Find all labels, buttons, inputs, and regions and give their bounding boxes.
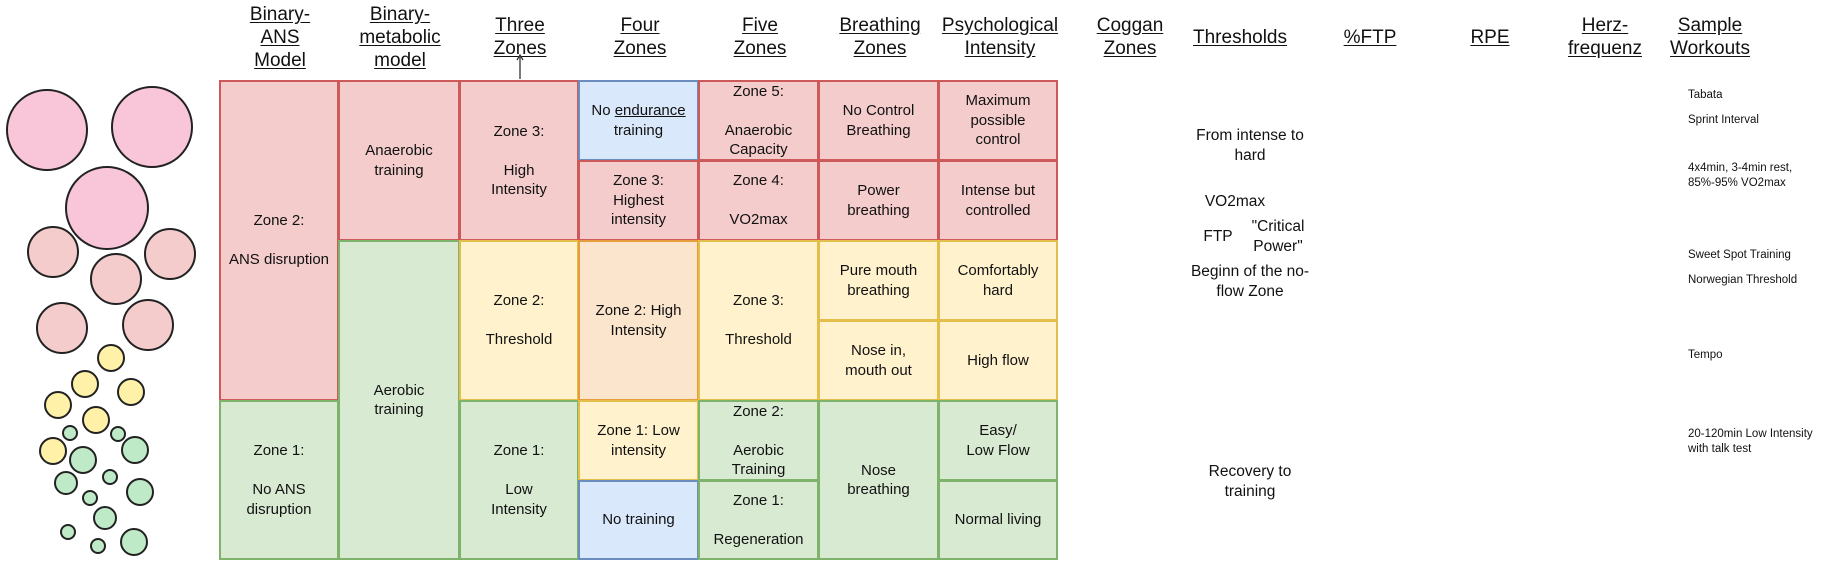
red-bubble: [36, 302, 88, 354]
binary-ans-zone-1: Zone 1: No ANS disruption: [219, 400, 339, 560]
five-zones-zone-5: Zone 5: Anaerobic Capacity: [698, 80, 819, 161]
sample-tabata: Tabata: [1688, 89, 1723, 101]
header-binary-metabolic-model: Binary- metabolic model: [359, 4, 441, 72]
yellow-bubble: [39, 437, 67, 465]
threshold-intense-to-hard: From intense to hard: [1196, 127, 1304, 165]
four-zones-zone-3: Zone 3: Highest intensity: [578, 160, 699, 241]
psych-maximum-control: Maximum possible control: [938, 80, 1058, 161]
header-psychological-intensity: Psychological Intensity: [941, 15, 1059, 60]
header-rpe: RPE: [1470, 27, 1510, 48]
four-zones-zone-2: Zone 2: High Intensity: [578, 240, 699, 401]
red-bubble: [27, 226, 79, 278]
no-endurance-prefix: No: [591, 102, 615, 119]
threshold-ftp: FTP: [1203, 228, 1233, 245]
four-zones-no-endurance: No endurance training: [578, 80, 699, 161]
pink-bubble: [6, 89, 88, 171]
threshold-no-flow: Beginn of the no- flow Zone: [1190, 263, 1310, 301]
header-coggan-zones: Coggan Zones: [1096, 15, 1164, 60]
green-bubble: [126, 478, 154, 506]
green-bubble: [62, 425, 78, 441]
yellow-bubble: [117, 378, 145, 406]
binary-ans-zone-2: Zone 2: ANS disruption: [219, 80, 339, 401]
green-bubble: [120, 528, 148, 556]
five-zones-zone-4: Zone 4: VO2max: [698, 160, 819, 241]
breathing-nose: Nose breathing: [818, 400, 939, 560]
psych-comfortably-hard: Comfortably hard: [938, 240, 1058, 321]
green-bubble: [69, 446, 97, 474]
threshold-vo2max: VO2max: [1204, 193, 1266, 210]
sample-sprint-interval: Sprint Interval: [1688, 114, 1759, 126]
green-bubble: [102, 469, 118, 485]
green-bubble: [110, 426, 126, 442]
sample-sweet-spot: Sweet Spot Training: [1688, 249, 1791, 261]
red-bubble: [144, 228, 196, 280]
green-bubble: [121, 436, 149, 464]
five-zones-zone-2: Zone 2: Aerobic Training: [698, 400, 819, 481]
pink-bubble: [65, 166, 149, 250]
arrow-up-icon: [516, 53, 524, 79]
yellow-bubble: [71, 370, 99, 398]
breathing-nose-in-mouth-out: Nose in, mouth out: [818, 320, 939, 401]
green-bubble: [90, 538, 106, 554]
sample-low-intensity: 20-120min Low Intensity with talk test: [1688, 428, 1813, 455]
header-thresholds: Thresholds: [1193, 27, 1287, 48]
green-bubble: [54, 471, 78, 495]
no-endurance-suffix: training: [613, 121, 664, 139]
binary-metabolic-anaerobic: Anaerobic training: [338, 80, 460, 241]
four-zones-zone-1: Zone 1: Low intensity: [578, 400, 699, 481]
yellow-bubble: [97, 344, 125, 372]
header-breathing-zones: Breathing Zones: [839, 15, 921, 60]
breathing-power: Power breathing: [818, 160, 939, 241]
header-sample-workouts: Sample Workouts: [1670, 15, 1750, 60]
sample-tempo: Tempo: [1688, 349, 1723, 361]
three-zones-zone-1: Zone 1: Low Intensity: [459, 400, 579, 560]
three-zones-zone-2: Zone 2: Threshold: [459, 240, 579, 401]
yellow-bubble: [82, 406, 110, 434]
threshold-recovery: Recovery to training: [1208, 463, 1292, 501]
five-zones-zone-3: Zone 3: Threshold: [698, 240, 819, 401]
sample-4x4: 4x4min, 3-4min rest, 85%-95% VO2max: [1688, 162, 1793, 189]
binary-metabolic-aerobic: Aerobic training: [338, 240, 460, 560]
psych-intense-controlled: Intense but controlled: [938, 160, 1058, 241]
five-zones-zone-1: Zone 1: Regeneration: [698, 480, 819, 560]
pink-bubble: [111, 86, 193, 168]
header-five-zones: Five Zones: [733, 15, 787, 60]
green-bubble: [60, 524, 76, 540]
yellow-bubble: [44, 391, 72, 419]
header-herzfrequenz: Herz- frequenz: [1568, 15, 1642, 60]
header-four-zones: Four Zones: [613, 15, 667, 60]
bubble-illustration: [6, 86, 196, 556]
sample-norwegian-threshold: Norwegian Threshold: [1688, 274, 1798, 286]
header-ftp-percent: %FTP: [1343, 27, 1397, 48]
green-bubble: [82, 490, 98, 506]
header-binary-ans-model: Binary- ANS Model: [249, 4, 311, 72]
threshold-critical-power: "Critical Power": [1251, 218, 1305, 256]
three-zones-zone-3: Zone 3: High Intensity: [459, 80, 579, 241]
psych-high-flow: High flow: [938, 320, 1058, 401]
header-three-zones: Three Zones: [493, 15, 547, 60]
four-zones-no-training: No training: [578, 480, 699, 560]
psych-normal-living: Normal living: [938, 480, 1058, 560]
breathing-no-control: No Control Breathing: [818, 80, 939, 161]
endurance-word: endurance: [614, 102, 686, 119]
breathing-pure-mouth: Pure mouth breathing: [818, 240, 939, 321]
psych-easy-low-flow: Easy/ Low Flow: [938, 400, 1058, 481]
green-bubble: [93, 506, 117, 530]
red-bubble: [122, 299, 174, 351]
red-bubble: [90, 253, 142, 305]
